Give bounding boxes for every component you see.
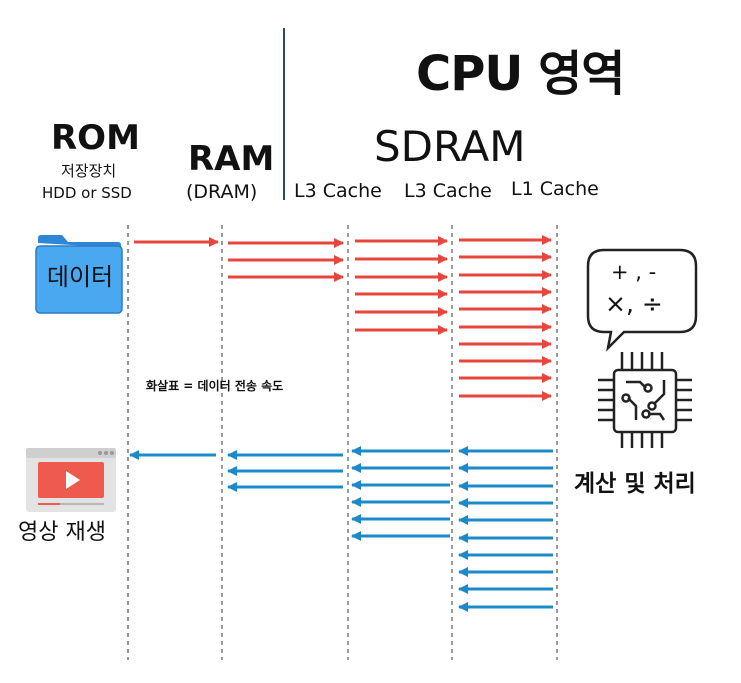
rom-label: ROM [51,118,140,158]
ram-label: RAM [188,139,275,179]
red-arrows [134,235,552,401]
ram-subtitle: (DRAM) [186,181,258,203]
folder-label: 데이터 [46,263,114,291]
video-player-icon [26,448,116,512]
rom-subtitle-storage: 저장장치 [61,162,117,180]
blue-arrows [129,446,553,612]
cache-label-l1: L1 Cache [511,178,599,200]
column-separators [127,225,558,660]
operators-add-subtract: + , - [611,260,657,284]
folder-icon [35,235,123,314]
cpu-chip-icon [598,352,692,448]
operators-multiply-divide: ×, ÷ [605,289,663,318]
video-playback-label: 영상 재생 [18,520,106,545]
speech-bubble-icon [586,248,698,352]
compute-label: 계산 및 처리 [574,471,696,497]
page-title: CPU 영역 [416,46,625,102]
cache-label-l3-first: L3 Cache [294,180,382,202]
sdram-label: SDRAM [374,122,526,171]
rom-subtitle-drives: HDD or SSD [42,184,132,202]
legend-text: 화살표 = 데이터 전송 속도 [146,379,284,393]
cache-label-l3-second: L3 Cache [404,180,492,202]
